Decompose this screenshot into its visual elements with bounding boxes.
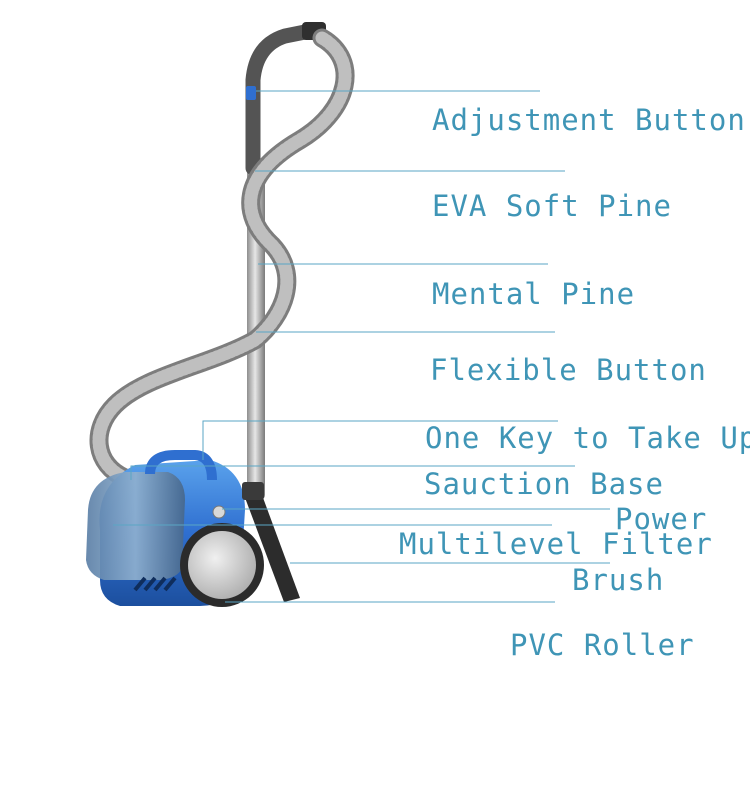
leader-lines [113,90,610,603]
label-eva-soft-pine: EVA Soft Pine [432,189,672,223]
adjustment-button-part [246,86,256,100]
carry-handle [145,450,217,481]
label-brush: Brush [572,563,665,597]
power-button-part [212,505,226,519]
label-sauction-base: Sauction Base [424,467,664,501]
label-pvc-roller: PVC Roller [510,628,695,662]
label-flexible-button: Flexible Button [430,353,707,387]
hose-highlight [92,31,352,485]
label-power: Power [615,502,708,536]
wheel-inner [188,531,256,599]
vent-grille [133,576,177,592]
nozzle-joint [242,482,264,500]
label-adjustment-button: Adjustment Button [432,103,746,137]
brush-nozzle [244,495,300,602]
leader-sauction-base [130,465,575,480]
label-mental-pine: Mental Pine [432,277,636,311]
leader-one-key [202,420,558,460]
flexible-hose [89,28,355,488]
handle [245,22,323,176]
label-one-key-to-take-up: One Key to Take Up [425,421,750,455]
vacuum-cleaner-illustration [86,22,355,607]
label-multilevel-filter: Multilevel Filter [399,527,713,561]
dust-bin [86,472,185,580]
